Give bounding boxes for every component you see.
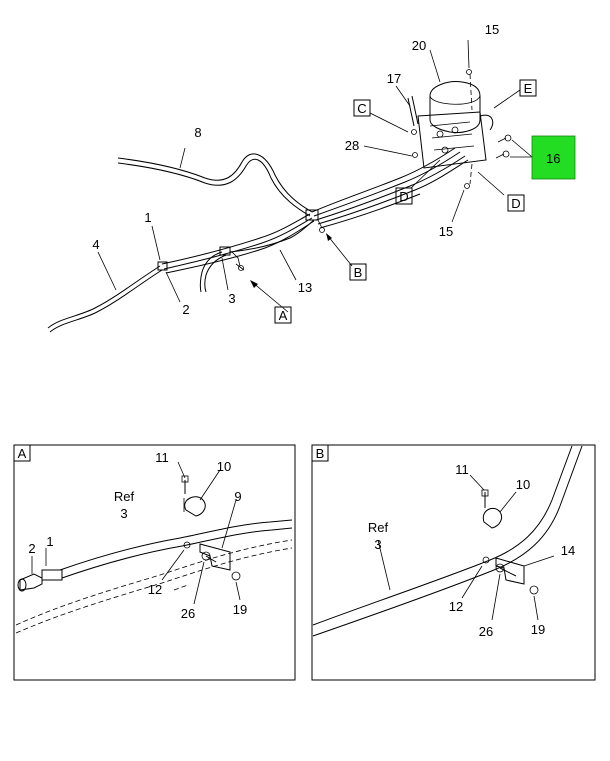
boxed-label-D-right[interactable]: D [507, 194, 525, 212]
callout-15-top: 15 [485, 22, 499, 37]
detail-panel-a: A [13, 444, 296, 681]
detail-b-callout-12: 12 [449, 599, 463, 614]
detail-panel-b: B 11 10 Ref 3 14 12 26 [311, 444, 596, 681]
callout-20: 20 [412, 38, 426, 53]
highlight-box [531, 135, 576, 180]
detail-b-callout-14: 14 [561, 543, 575, 558]
detail-b-callout-11: 11 [455, 462, 469, 477]
detail-a-ref-label: Ref [114, 489, 135, 504]
detail-a-callout-12: 12 [148, 582, 162, 597]
detail-a-callout-2: 2 [28, 541, 35, 556]
bracket-plate [417, 111, 494, 169]
detail-a-ref-3: 3 [120, 506, 127, 521]
bolt-16 [495, 134, 512, 159]
detail-b-callout-10: 10 [516, 477, 530, 492]
svg-text:E: E [524, 81, 533, 96]
main-assembly: 8 1 4 2 3 13 20 15 17 28 15 A B C D D [47, 22, 576, 333]
detail-a-callout-1: 1 [46, 534, 53, 549]
tube-13 [229, 219, 315, 253]
detail-b-title: B [316, 446, 325, 461]
tube-8 [117, 153, 313, 213]
cylinder-20 [429, 81, 481, 133]
boxed-label-E[interactable]: E [519, 79, 537, 97]
boxed-label-D-left[interactable]: D [395, 187, 413, 205]
callout-8: 8 [194, 125, 201, 140]
svg-text:16: 16 [546, 151, 560, 166]
detail-a-title: A [18, 446, 27, 461]
detail-b-callout-19: 19 [531, 622, 545, 637]
callout-3: 3 [228, 291, 235, 306]
highlight-part-16[interactable]: 16 [531, 135, 576, 180]
callout-15-bottom: 15 [439, 224, 453, 239]
detail-a-callout-26: 26 [181, 606, 195, 621]
svg-text:A: A [279, 308, 288, 323]
svg-text:C: C [357, 101, 366, 116]
boxed-label-C[interactable]: C [353, 99, 371, 117]
clip-center [305, 209, 325, 233]
detail-a-callout-9: 9 [234, 489, 241, 504]
detail-a-callout-11: 11 [155, 450, 169, 465]
tube-4 [47, 265, 161, 329]
boxed-label-B[interactable]: B [349, 263, 367, 281]
callout-13: 13 [298, 280, 312, 295]
svg-text:D: D [511, 196, 520, 211]
callout-4: 4 [92, 237, 99, 252]
callout-17: 17 [387, 71, 401, 86]
detail-b-callout-26: 26 [479, 624, 493, 639]
svg-text:D: D [399, 189, 408, 204]
svg-text:B: B [354, 265, 363, 280]
detail-a-callout-10: 10 [217, 459, 231, 474]
callout-28: 28 [345, 138, 359, 153]
clip-mid [219, 246, 245, 271]
detail-a-callout-19: 19 [233, 602, 247, 617]
detail-b-ref-3: 3 [374, 537, 381, 552]
boxed-label-A[interactable]: A [274, 306, 292, 324]
detail-b-ref-label: Ref [368, 520, 389, 535]
clip-left [157, 261, 168, 271]
callout-2: 2 [182, 302, 189, 317]
tube-3 [199, 251, 223, 293]
callout-1: 1 [144, 210, 151, 225]
